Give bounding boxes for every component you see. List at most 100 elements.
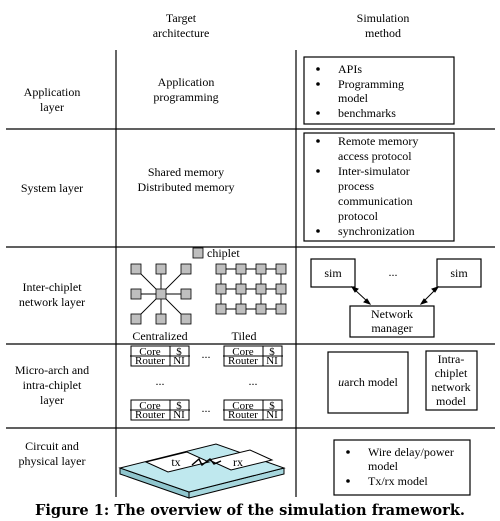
sim-box-right xyxy=(436,258,482,288)
micro-layer-label-line3: layer xyxy=(40,393,64,407)
network-manager-line2: manager xyxy=(371,321,412,335)
physical-board xyxy=(118,443,286,499)
core-tile: Core $ Router NI xyxy=(130,345,190,367)
network-manager-box xyxy=(349,305,435,338)
chiplet xyxy=(215,283,227,295)
chiplet xyxy=(215,263,227,275)
chiplet xyxy=(255,283,267,295)
tiles-ellipsis-bottom: ... xyxy=(202,401,211,415)
app-layer-label-line1: Application xyxy=(24,85,81,99)
bullet-dot xyxy=(316,229,320,233)
sim-box-right-label: sim xyxy=(450,266,468,280)
bullet-dot xyxy=(346,479,350,483)
tiles-ellipsis-vertical-right: ... xyxy=(249,374,258,388)
net-layer-label-line1: Inter-chiplet xyxy=(22,280,82,294)
uarch-model-label: uarch model xyxy=(338,375,398,389)
app-bullet-programming-line2: model xyxy=(338,91,369,105)
figure-caption: Figure 1: The overview of the simulation… xyxy=(35,502,465,519)
tile-core-label: Core xyxy=(232,400,254,412)
arrow-right-head-bottom xyxy=(419,298,428,305)
header-target-line1: Target xyxy=(166,11,197,25)
chiplet xyxy=(130,263,142,275)
sys-layer-label: System layer xyxy=(21,181,83,195)
tx-rx-link xyxy=(191,457,222,467)
sys-bullet-inter-line4: protocol xyxy=(338,209,379,223)
phys-bullet-wire-line2: model xyxy=(368,459,399,473)
sys-target-line1: Shared memory xyxy=(148,165,224,179)
app-bullet-apis: APIs xyxy=(338,62,362,76)
sys-target-line2: Distributed memory xyxy=(138,180,235,194)
intra-chiplet-line4: model xyxy=(436,394,467,408)
phys-sim-box xyxy=(333,439,471,496)
app-target-line2: programming xyxy=(153,90,218,104)
tile-core-label: Core xyxy=(232,346,254,358)
chiplet xyxy=(155,313,167,325)
tiles-ellipsis-vertical-left: ... xyxy=(156,374,165,388)
chiplet xyxy=(180,288,192,300)
chiplet xyxy=(255,303,267,315)
phys-layer-label-line2: physical layer xyxy=(19,454,86,468)
tile-router-label: Router xyxy=(228,409,258,421)
tile-core-label: Core xyxy=(139,400,161,412)
tile-ni-label: NI xyxy=(266,409,278,421)
header-sim-line2: method xyxy=(365,26,401,40)
intra-chiplet-line1: Intra- xyxy=(438,352,465,366)
tile-ni-label: NI xyxy=(173,409,185,421)
tile-outline xyxy=(130,345,190,367)
chiplet xyxy=(155,263,167,275)
phys-bullet-wire-line1: Wire delay/power xyxy=(368,445,454,459)
sys-bullet-inter-line3: communication xyxy=(338,194,413,208)
uarch-model-italic: u xyxy=(338,375,344,389)
sys-bullet-inter-line1: Inter-simulator xyxy=(338,164,410,178)
arrow-left-head-top xyxy=(350,286,359,293)
tile-router-label: Router xyxy=(228,355,258,367)
chiplet-legend-label: chiplet xyxy=(207,246,240,260)
arrow-right-head-top xyxy=(431,286,440,293)
net-layer-label-line2: network layer xyxy=(19,295,85,309)
chiplet xyxy=(275,283,287,295)
phys-layer-label-line1: Circuit and xyxy=(25,439,79,453)
sys-bullet-remote-line2: access protocol xyxy=(338,149,412,163)
network-manager-line1: Network xyxy=(371,307,413,321)
tile-router-label: Router xyxy=(135,355,165,367)
chiplet xyxy=(215,303,227,315)
intra-chiplet-model-box xyxy=(425,350,478,411)
tile-ni-label: NI xyxy=(173,355,185,367)
grid-lines xyxy=(6,50,495,497)
manager-arrows xyxy=(350,286,440,305)
core-tile: Core $ Router NI xyxy=(223,399,283,421)
app-layer-label-line2: layer xyxy=(40,100,64,114)
sys-bullet-remote-line1: Remote memory xyxy=(338,134,418,148)
bullet-dot xyxy=(316,67,320,71)
centralized-label: Centralized xyxy=(132,329,187,343)
sim-box-left xyxy=(310,258,356,288)
bullet-dot xyxy=(346,450,350,454)
tile-router-label: Router xyxy=(135,409,165,421)
board-top xyxy=(118,443,286,493)
tile-cache-label: $ xyxy=(176,346,182,358)
micro-layer-label-line1: Micro-arch and xyxy=(15,363,89,377)
header-target-line2: architecture xyxy=(153,26,210,40)
tile-outline xyxy=(223,345,283,367)
uarch-model-box xyxy=(327,351,409,414)
rx-chip xyxy=(207,449,274,471)
chiplet xyxy=(180,313,192,325)
chiplet xyxy=(255,263,267,275)
bullet-dot xyxy=(316,139,320,143)
centralized-topology xyxy=(130,263,192,325)
tile-outline xyxy=(130,399,190,421)
tiled-label: Tiled xyxy=(232,329,257,343)
bullet-dot xyxy=(316,111,320,115)
sys-bullet-sync: synchronization xyxy=(338,224,415,238)
tile-outline xyxy=(223,399,283,421)
phys-bullets: Wire delay/power model Tx/rx model xyxy=(346,445,454,488)
chiplet xyxy=(235,303,247,315)
core-tile: Core $ Router NI xyxy=(223,345,283,367)
sys-bullets: Remote memory access protocol Inter-simu… xyxy=(316,134,418,238)
sim-ellipsis: ... xyxy=(389,265,398,279)
header-sim-line1: Simulation xyxy=(357,11,410,25)
chiplet-center xyxy=(155,288,167,300)
tiles-ellipsis-top: ... xyxy=(202,347,211,361)
phys-bullet-txrx: Tx/rx model xyxy=(368,474,428,488)
